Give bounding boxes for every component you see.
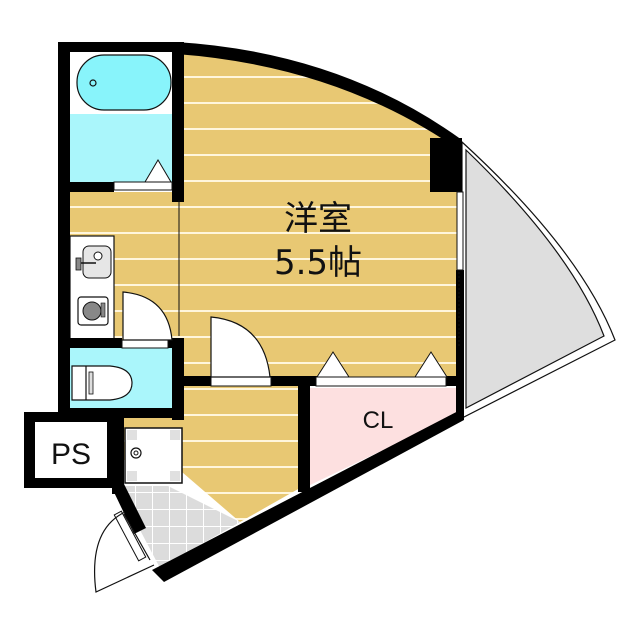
washing-machine-icon [124,427,183,484]
window [456,191,464,346]
walls [58,42,464,582]
toilet-door[interactable] [121,291,173,349]
room-name: 洋室 [284,199,352,239]
entrance-floor [120,486,240,568]
closet [308,388,458,486]
pipe-space: PS [24,412,118,488]
toilet-room [68,348,180,414]
closet-label: CL [363,407,394,434]
bathroom-door[interactable] [113,159,173,191]
closet-door[interactable] [315,351,448,387]
kitchen-counter [69,235,115,341]
sink-icon [75,245,112,279]
ps-label: PS [51,438,91,471]
entrance-door[interactable] [94,510,155,593]
hall-floor [118,384,300,522]
bathtub-icon [76,54,172,111]
stove-icon [77,296,109,326]
room-size: 5.5帖 [274,243,362,283]
room-door[interactable] [210,316,272,387]
bathroom [68,46,180,186]
western-room [180,46,460,384]
toilet-icon [71,365,133,401]
balcony [461,140,616,419]
